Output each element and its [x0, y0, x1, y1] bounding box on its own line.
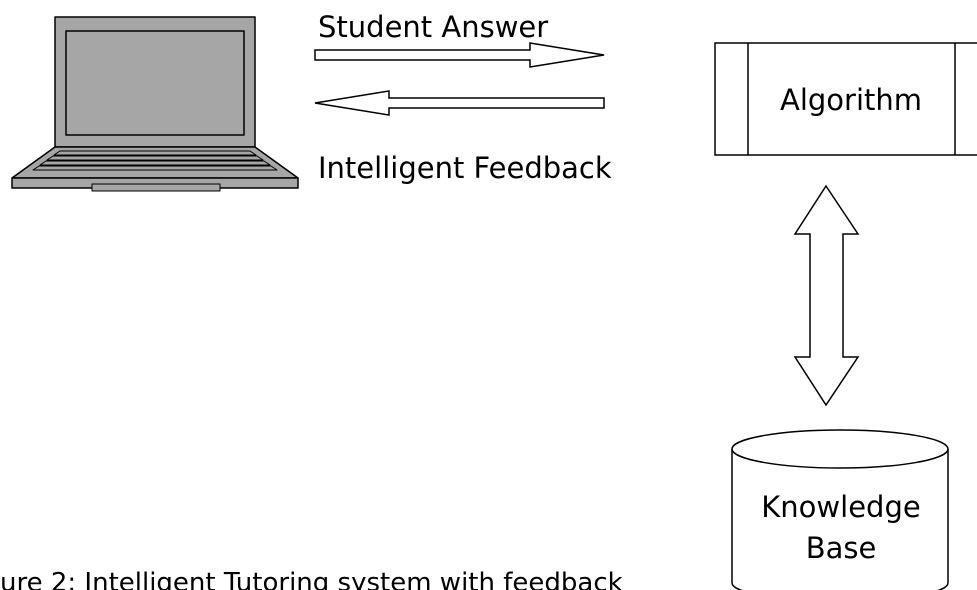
left-arrow	[314, 90, 605, 116]
base-label: Base	[806, 531, 877, 565]
figure-caption: ure 2: Intelligent Tutoring system with …	[0, 568, 623, 590]
database-cylinder-icon	[731, 429, 949, 590]
knowledge-label: Knowledge	[761, 490, 920, 524]
intelligent-feedback-label: Intelligent Feedback	[318, 151, 612, 185]
right-arrow	[314, 42, 605, 68]
laptop-icon	[11, 16, 299, 192]
student-answer-label: Student Answer	[318, 10, 548, 44]
algorithm-box	[714, 42, 977, 156]
algorithm-label: Algorithm	[780, 83, 922, 117]
double-arrow	[793, 184, 860, 407]
